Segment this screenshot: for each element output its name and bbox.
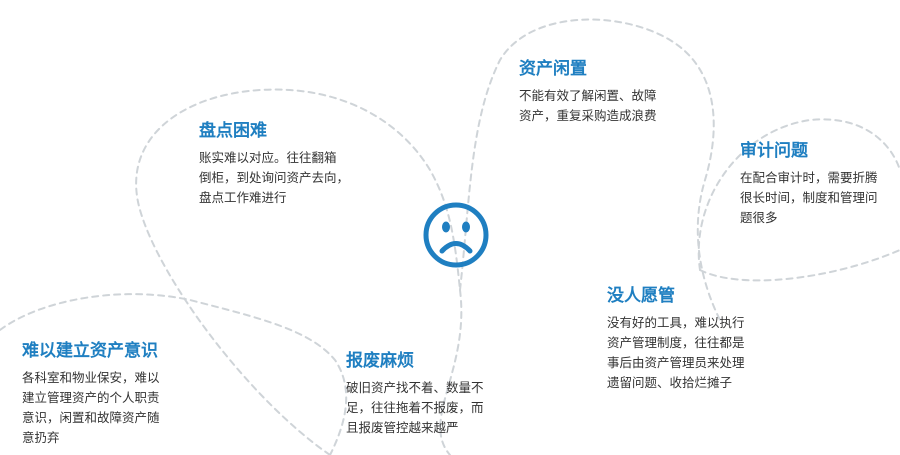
block-scrapping-trouble: 报废麻烦 破旧资产找不着、数量不 足，往往拖着不报废，而 且报废管控越来越严: [346, 350, 484, 438]
block-description: 账实难以对应。往往翻箱 倒柜，到处询问资产去向， 盘点工作难进行: [199, 150, 350, 205]
block-asset-awareness: 难以建立资产意识 各科室和物业保安，难以 建立管理资产的个人职责 意识，闲置和故…: [22, 340, 160, 448]
block-title: 难以建立资产意识: [22, 341, 158, 361]
block-nobody-manages: 没人愿管 没有好的工具，难以执行 资产管理制度，往往都是 事后由资产管理员来处理…: [607, 285, 745, 393]
block-description: 没有好的工具，难以执行 资产管理制度，往往都是 事后由资产管理员来处理 遗留问题…: [607, 315, 745, 390]
block-description: 破旧资产找不着、数量不 足，往往拖着不报废，而 且报废管控越来越严: [346, 380, 484, 435]
block-idle-assets: 资产闲置 不能有效了解闲置、故障 资产，重复采购造成浪费: [519, 58, 657, 126]
block-inventory-difficulty: 盘点困难 账实难以对应。往往翻箱 倒柜，到处询问资产去向， 盘点工作难进行: [199, 120, 349, 208]
block-title: 盘点困难: [199, 121, 267, 141]
block-audit-issues: 审计问题 在配合审计时，需要折腾 很长时间，制度和管理问 题很多: [740, 140, 878, 228]
block-title: 审计问题: [740, 141, 808, 161]
block-title: 资产闲置: [519, 59, 587, 79]
block-description: 各科室和物业保安，难以 建立管理资产的个人职责 意识，闲置和故障资产随 意扔弃: [22, 370, 160, 445]
block-description: 不能有效了解闲置、故障 资产，重复采购造成浪费: [519, 88, 657, 123]
block-title: 没人愿管: [607, 286, 675, 306]
sad-face-icon: [423, 202, 489, 268]
block-title: 报废麻烦: [346, 351, 414, 371]
block-description: 在配合审计时，需要折腾 很长时间，制度和管理问 题很多: [740, 170, 878, 225]
